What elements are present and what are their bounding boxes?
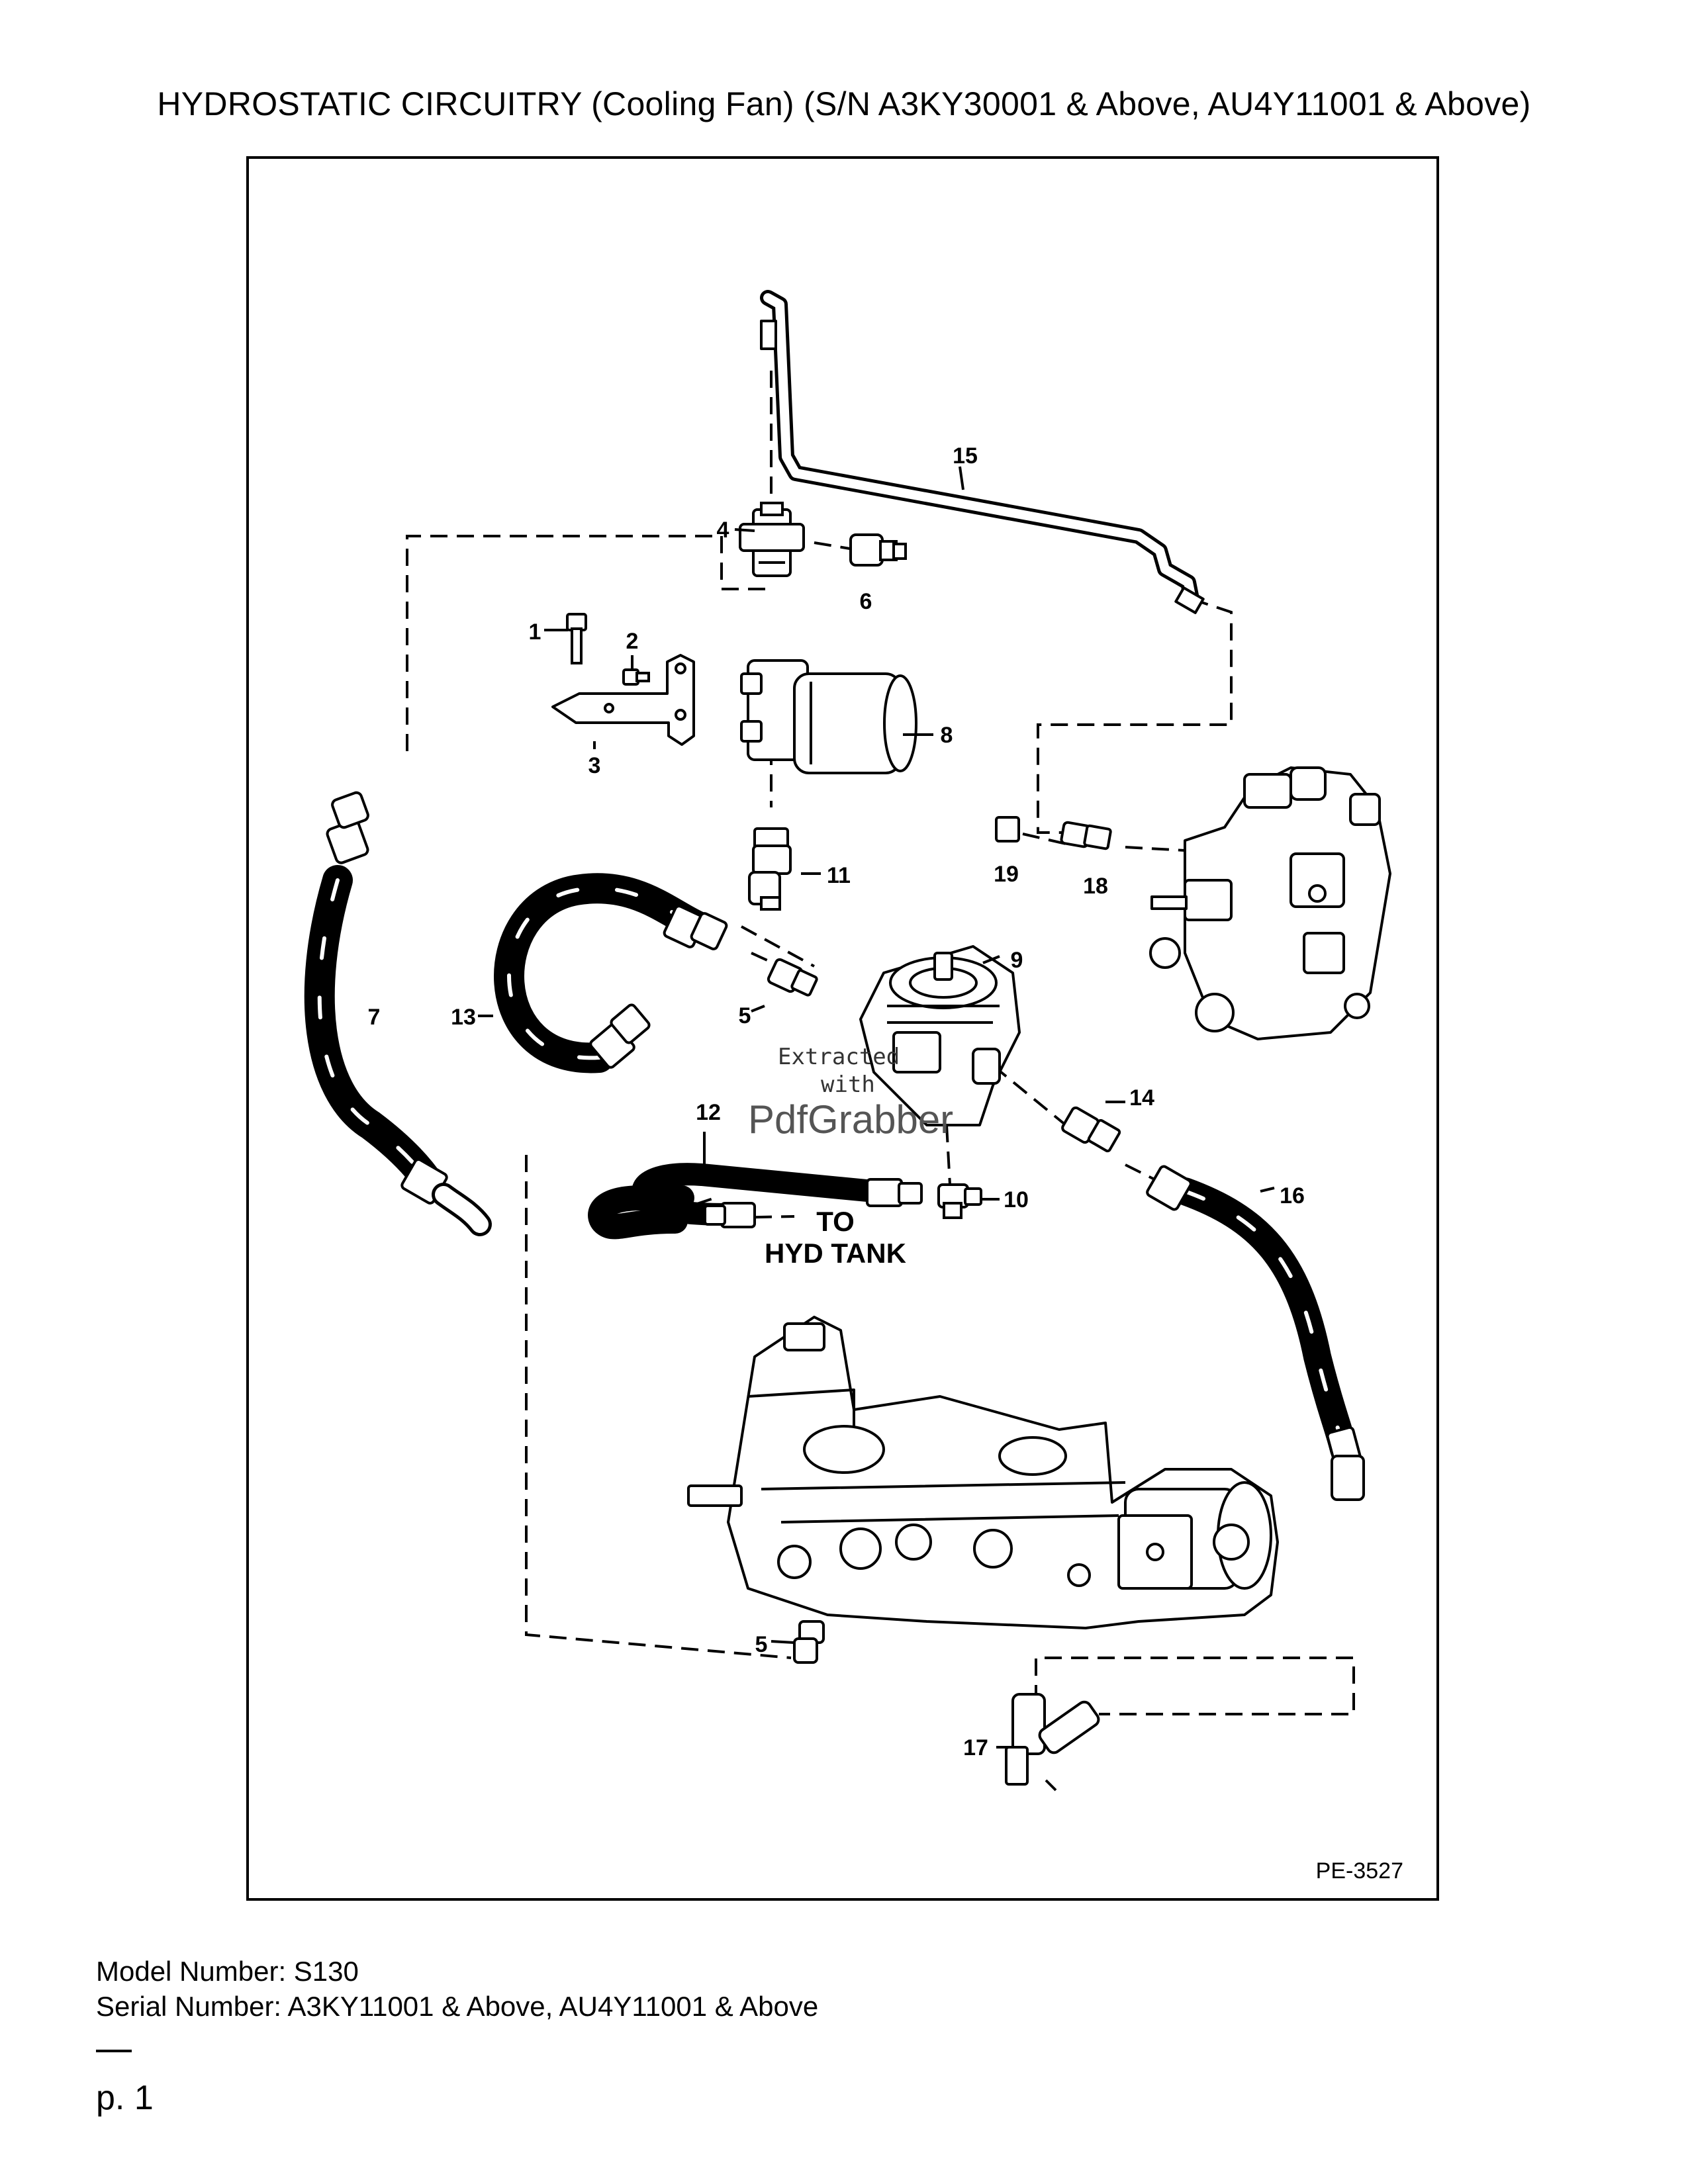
hyd-tank-label-line2: HYD TANK	[765, 1238, 906, 1269]
page-number-rule	[96, 2050, 132, 2052]
callout-15: 15	[953, 443, 978, 469]
watermark-line1: Extracted	[778, 1044, 900, 1070]
callout-12: 12	[696, 1100, 721, 1125]
serial-number: Serial Number: A3KY11001 & Above, AU4Y11…	[96, 1991, 819, 2022]
adapter-fitting-14	[1061, 1106, 1121, 1153]
elbow-fitting-10	[937, 1183, 982, 1219]
callout-leaders	[478, 466, 1275, 1749]
elbow-fitting-11	[748, 827, 792, 911]
callout-10: 10	[1004, 1187, 1029, 1212]
hyd-tank-label: TO HYD TANK	[765, 1206, 906, 1269]
callout-2: 2	[626, 629, 639, 654]
hose-13	[494, 873, 728, 1073]
hyd-tank-label-line1: TO	[816, 1206, 855, 1237]
callout-17: 17	[963, 1735, 988, 1760]
screw-2	[622, 668, 650, 686]
callout-1: 1	[529, 619, 541, 645]
callout-5-lower: 5	[755, 1632, 768, 1657]
tee-fitting-17	[1005, 1693, 1100, 1786]
callout-8: 8	[941, 723, 953, 748]
model-number: Model Number: S130	[96, 1956, 359, 1987]
callout-16: 16	[1280, 1183, 1305, 1208]
parts-diagram-frame	[246, 156, 1439, 1901]
callout-9: 9	[1011, 948, 1023, 973]
pressure-switch-6	[849, 533, 907, 567]
callout-13: 13	[451, 1005, 476, 1030]
cap-19	[995, 816, 1020, 842]
callout-7: 7	[368, 1005, 381, 1030]
callout-11: 11	[827, 863, 851, 888]
page-title: HYDROSTATIC CIRCUITRY (Cooling Fan) (S/N…	[157, 85, 1531, 122]
cooling-tube-15	[760, 290, 1205, 614]
callout-labels: 1 2 3 4 5 5 6 7 8 9 10 11 12 13 14 15 16…	[368, 443, 1305, 1760]
adapter-fitting-5-lower	[793, 1620, 825, 1664]
fitting-18	[1060, 821, 1112, 850]
watermark-brand: PdfGrabber	[748, 1097, 953, 1142]
filter-assembly-8	[740, 659, 917, 774]
hose-16	[1146, 1165, 1365, 1501]
bolt-1	[566, 613, 587, 664]
callout-5-upper: 5	[739, 1003, 751, 1028]
callout-19: 19	[994, 862, 1019, 887]
page-number: p. 1	[96, 2079, 154, 2117]
hose-12	[588, 1163, 923, 1240]
tee-fitting-4	[739, 502, 805, 577]
control-valve-assembly	[1149, 766, 1391, 1040]
mounting-bracket-3	[551, 654, 695, 746]
callout-14: 14	[1129, 1085, 1154, 1111]
adapter-fitting-5-upper	[767, 958, 818, 997]
figure-code: PE-3527	[1316, 1858, 1403, 1884]
hose-7	[304, 791, 492, 1236]
hydrostatic-pump-assembly	[687, 1316, 1279, 1629]
callout-18: 18	[1083, 874, 1108, 899]
callout-4: 4	[717, 518, 729, 543]
callout-3: 3	[588, 753, 601, 778]
callout-6: 6	[860, 589, 872, 614]
watermark-line2: with	[821, 1071, 875, 1098]
pdfgrabber-watermark: Extracted with PdfGrabber	[748, 1044, 953, 1142]
